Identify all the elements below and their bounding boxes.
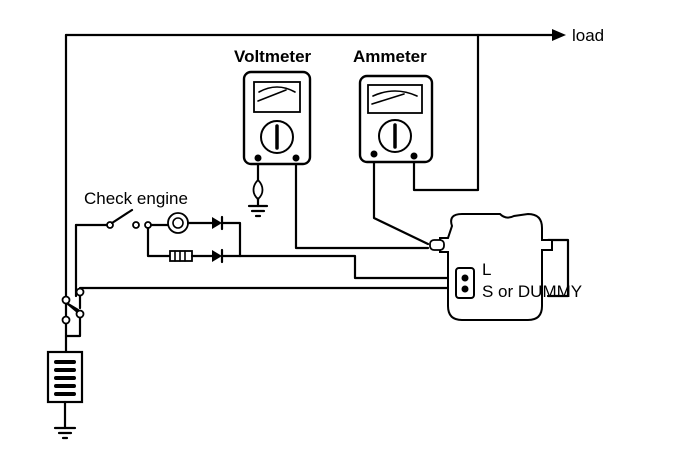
b-terminal [429, 239, 445, 251]
terminal-l-label: L [482, 260, 491, 279]
ammeter-needle [371, 93, 405, 105]
ammeter-load-wire [412, 33, 480, 192]
ignition-switch-blade [110, 208, 134, 225]
l-terminal-wire [238, 254, 465, 280]
alternator-connector [455, 267, 475, 299]
battery-icon [46, 350, 84, 430]
fuse-block [61, 287, 85, 354]
voltmeter-needle [257, 89, 287, 102]
resistor-icon [169, 250, 193, 262]
ammeter-icon [358, 74, 434, 164]
ammeter-terminal-right [410, 152, 418, 160]
voltmeter-terminal-neg [254, 154, 262, 162]
switch-contact-right [132, 221, 140, 229]
voltmeter-b-wire [294, 158, 430, 250]
probe-clip-icon [252, 178, 264, 201]
terminal-s-label: S or DUMMY [482, 282, 582, 301]
diode-icon [212, 217, 222, 229]
ammeter-b-wire [372, 154, 430, 246]
fuse-terminal [61, 315, 71, 325]
wires [64, 29, 570, 298]
voltmeter-icon [242, 70, 312, 166]
voltmeter-label: Voltmeter [234, 47, 312, 66]
check-engine-lamp-icon [167, 212, 189, 234]
voltmeter-terminal-pos [292, 154, 300, 162]
ammeter-terminal-left [370, 150, 378, 158]
fuse-terminal [75, 287, 85, 297]
labels: load Voltmeter Ammeter Check engine L S … [84, 26, 604, 301]
diode-icon [212, 250, 222, 262]
check-engine-label: Check engine [84, 189, 188, 208]
s-terminal-pin [461, 285, 469, 293]
battery-ground-icon [53, 426, 77, 440]
fuse-terminal [61, 295, 71, 305]
l-terminal-pin [461, 274, 469, 282]
fuse-terminal [75, 309, 85, 319]
alternator-side-terminal [546, 238, 570, 298]
load-arrow [552, 29, 566, 41]
alternator-icon [429, 212, 553, 321]
check-engine-branch [106, 208, 242, 264]
ammeter-label: Ammeter [353, 47, 427, 66]
voltmeter-ground-icon [247, 178, 269, 218]
load-label: load [572, 26, 604, 45]
